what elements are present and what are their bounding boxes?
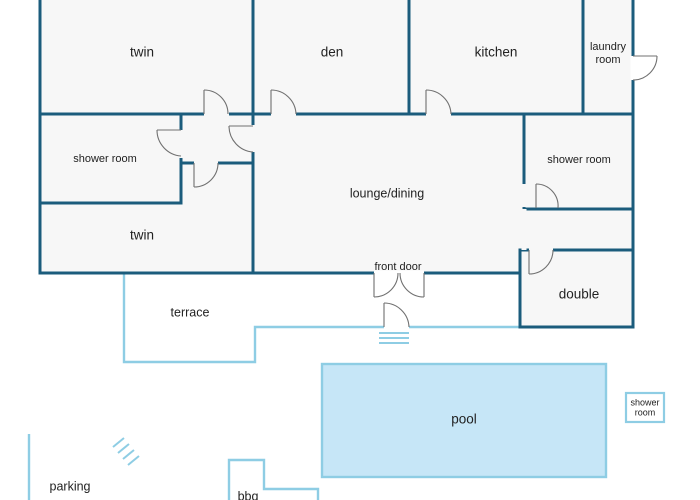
terrace-outline	[122, 274, 520, 364]
front-door-label: front door	[374, 261, 421, 273]
pool	[320, 362, 608, 479]
house-walls	[38, 0, 635, 329]
terrace-label: terrace	[171, 305, 210, 319]
parking-label: parking	[50, 479, 91, 493]
den-label: den	[321, 45, 344, 60]
laundry-label-line2: room	[595, 54, 620, 66]
double-label: double	[559, 287, 600, 302]
outdoor-shower-label-line2: room	[635, 407, 656, 417]
laundry-label-line1: laundry	[590, 41, 627, 53]
pool-label: pool	[451, 412, 477, 427]
twin-lower-label: twin	[130, 228, 154, 243]
terrace-steps	[379, 332, 409, 344]
door-swings	[156, 55, 658, 328]
outdoor-shower-label-line1: shower	[630, 397, 659, 407]
door-openings	[178, 56, 636, 330]
house-fill	[40, 0, 633, 327]
parking-steps	[112, 437, 140, 466]
lounge-dining-label: lounge/dining	[350, 186, 424, 200]
outdoor-shower	[624, 391, 666, 424]
bbq-label: bbq	[238, 489, 259, 500]
kitchen-label: kitchen	[475, 45, 518, 60]
twin-upper-label: twin	[130, 45, 154, 60]
bbq-outline	[227, 458, 320, 500]
shower-room-left-label: shower room	[73, 153, 137, 165]
shower-room-right-label: shower room	[547, 154, 611, 166]
